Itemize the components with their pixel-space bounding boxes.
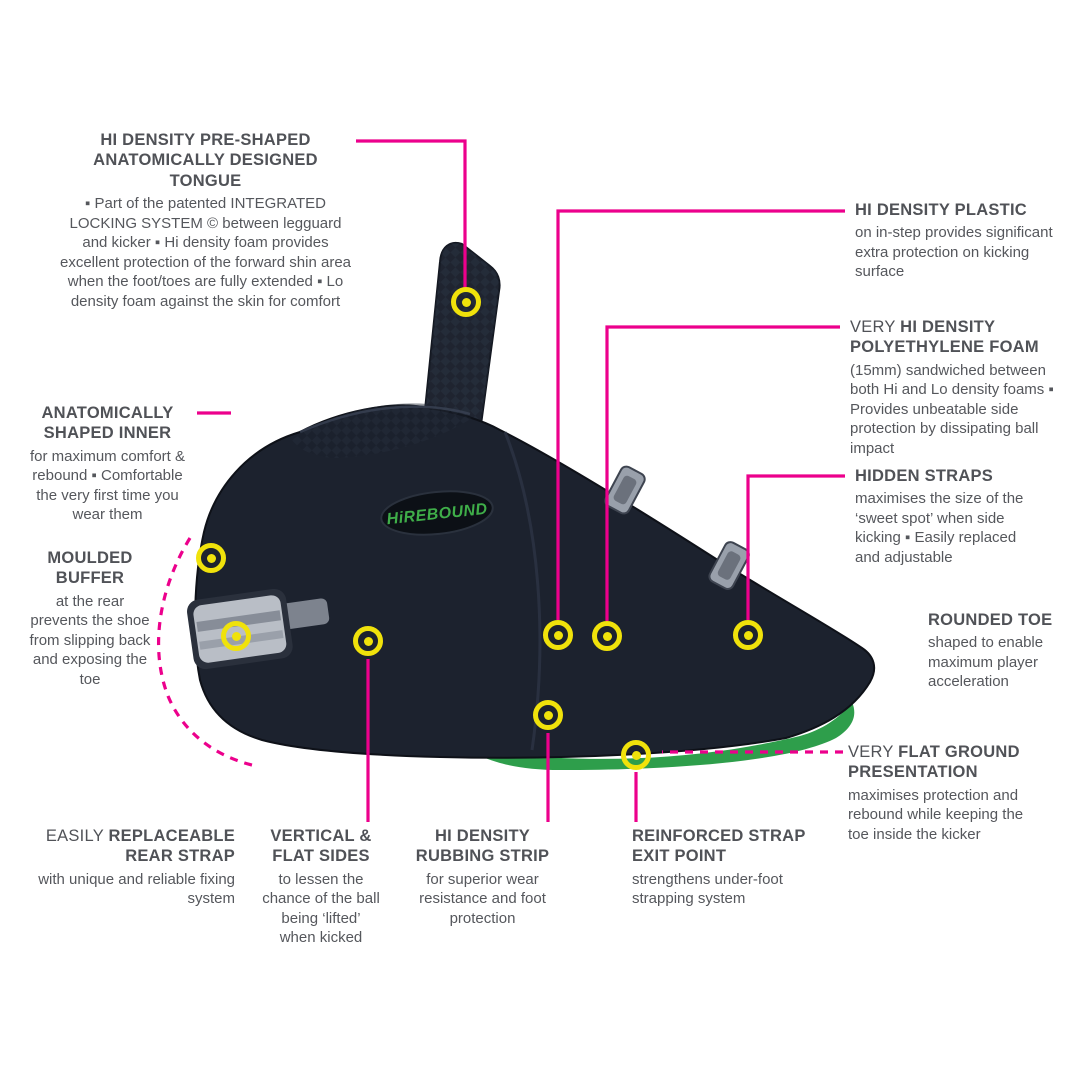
callout-foam: VERY HI DENSITY POLYETHYLENE FOAM (15mm)… — [850, 317, 1062, 458]
connector-tongue — [356, 139, 467, 288]
inner-marker — [196, 543, 226, 573]
callout-straps: HIDDEN STRAPS maximises the size of the … — [855, 466, 1035, 567]
callout-tongue-title: HI DENSITY PRE-SHAPED ANATOMICALLY DESIG… — [93, 131, 318, 190]
callout-toe-body: shaped to enable maximum player accelera… — [928, 634, 1044, 691]
strap-clip-1 — [604, 465, 646, 515]
callout-buffer-body: at the rear prevents the shoe from slipp… — [29, 592, 151, 688]
callout-buffer: MOULDED BUFFER at the rear prevents the … — [26, 548, 154, 689]
callout-buffer-title: MOULDED BUFFER — [47, 549, 133, 588]
callout-rearstrap-body: with unique and reliable fixing system — [38, 870, 235, 908]
sides-marker — [353, 626, 383, 656]
brand-logo: HiREBOUND — [380, 490, 494, 536]
callout-plastic-title: HI DENSITY PLASTIC — [855, 201, 1027, 219]
callout-plastic: HI DENSITY PLASTIC on in-step provides s… — [855, 200, 1067, 282]
callout-tongue-body: ▪ Part of the patented INTEGRATED LOCKIN… — [60, 195, 351, 310]
callout-straps-title: HIDDEN STRAPS — [855, 467, 994, 485]
callout-inner: ANATOMICALLY SHAPED INNER for maximum co… — [20, 403, 195, 525]
rubbing-marker — [533, 700, 563, 730]
kicker-body-shape — [194, 404, 876, 759]
callout-exit-title: REINFORCED STRAP EXIT POINT — [632, 827, 806, 866]
callout-ground: VERY FLAT GROUND PRESENTATION maximises … — [848, 742, 1043, 844]
kicker-top-highlight — [299, 405, 471, 434]
kicker-tongue-texture — [424, 242, 500, 432]
callout-rearstrap-title: EASILY REPLACEABLE REAR STRAP — [45, 827, 235, 866]
callout-sides-title: VERTICAL & FLAT SIDES — [270, 827, 372, 866]
straps-marker — [733, 620, 763, 650]
strap-clip-2 — [708, 541, 750, 590]
kicker-sole-strip — [470, 702, 855, 770]
callout-foam-body: (15mm) sandwiched between both Hi and Lo… — [850, 361, 1054, 457]
callout-rubbing-body: for superior wear resistance and foot pr… — [419, 870, 546, 927]
callout-rubbing: HI DENSITY RUBBING STRIP for superior we… — [405, 826, 560, 928]
connector-foam — [605, 325, 840, 621]
kicker-shin-texture — [292, 403, 472, 458]
callout-foam-title: VERY HI DENSITY POLYETHYLENE FOAM — [850, 318, 1039, 357]
callout-ground-title: VERY FLAT GROUND PRESENTATION — [848, 743, 1020, 782]
connector-buffer-dashed — [156, 537, 257, 768]
callout-plastic-body: on in-step provides significant extra pr… — [855, 224, 1053, 281]
callout-exit-body: strengthens under-foot strapping system — [632, 870, 783, 908]
connector-straps — [746, 474, 845, 620]
callout-straps-body: maximises the size of the ‘sweet spot’ w… — [855, 490, 1024, 566]
plastic-marker — [543, 620, 573, 650]
callout-rearstrap: EASILY REPLACEABLE REAR STRAP with uniqu… — [30, 826, 235, 909]
callout-inner-title: ANATOMICALLY SHAPED INNER — [41, 404, 174, 443]
callout-rubbing-title: HI DENSITY RUBBING STRIP — [415, 827, 550, 866]
connector-plastic — [556, 209, 845, 620]
connector-lines — [156, 139, 845, 822]
callout-sides: VERTICAL & FLAT SIDES to lessen the chan… — [262, 826, 380, 948]
tongue-marker — [451, 287, 481, 317]
callout-sides-body: to lessen the chance of the ball being ‘… — [262, 870, 380, 947]
callout-exit: REINFORCED STRAP EXIT POINT strengthens … — [632, 826, 817, 909]
foam-marker — [592, 621, 622, 651]
buffer-marker — [221, 621, 251, 651]
exit-marker — [621, 740, 651, 770]
callout-ground-body: maximises protection and rebound while k… — [848, 786, 1024, 843]
callout-toe-title: ROUNDED TOE — [928, 611, 1053, 629]
callout-tongue: HI DENSITY PRE-SHAPED ANATOMICALLY DESIG… — [58, 130, 353, 311]
callout-inner-body: for maximum comfort & rebound ▪ Comforta… — [29, 447, 186, 524]
callout-toe: ROUNDED TOE shaped to enable maximum pla… — [928, 610, 1078, 692]
